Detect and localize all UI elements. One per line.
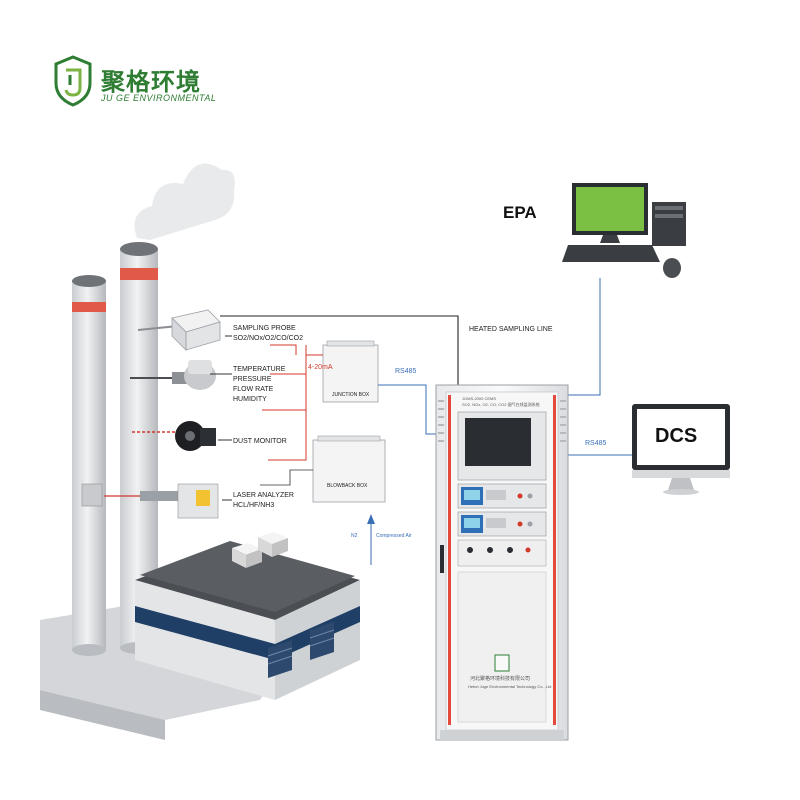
laser-analyzer-label: LASER ANALYZER xyxy=(233,492,294,499)
cabinet-header-gases: SO2, NOx, O2, CO, CO2 烟气在线监测系统 xyxy=(462,402,540,407)
brand-name-cn: 聚格环境 xyxy=(101,68,201,96)
junction-box xyxy=(322,340,379,403)
temperature-transmitter xyxy=(130,360,216,390)
blowback-box-label: BLOWBACK BOX xyxy=(327,483,368,489)
sampling-probe-device xyxy=(137,309,221,351)
dust-monitor-device xyxy=(132,421,216,451)
brand-logo-icon xyxy=(52,55,94,107)
analyzer-cabinet xyxy=(435,384,569,741)
humidity-label: HUMIDITY xyxy=(233,396,267,403)
n2-label: N2 xyxy=(351,533,358,539)
laser-analyzer-gases: HCL/HF/NH3 xyxy=(233,502,275,509)
epa-computer xyxy=(562,183,686,278)
brand-name-en: JU GE ENVIRONMENTAL xyxy=(101,93,217,103)
dcs-monitor xyxy=(632,404,730,495)
smoke-cloud xyxy=(134,163,235,240)
signal-4-20ma-label: 4-20mA xyxy=(308,364,333,371)
cabinet-footer-en: Hebei Juge Environmental Technology Co.,… xyxy=(468,684,552,689)
sampling-probe-label: SAMPLING PROBE xyxy=(233,325,296,332)
sampling-probe-gases: SO2/NOx/O2/CO/CO2 xyxy=(233,335,304,342)
rs485-left-label: RS485 xyxy=(395,368,417,375)
flow-rate-label: FLOW RATE xyxy=(233,386,274,393)
heated-sampling-line-label: HEATED SAMPLING LINE xyxy=(469,326,553,333)
cabinet-header-model: JGMS-2000 CEMS xyxy=(462,396,497,401)
rs485-right-label: RS485 xyxy=(585,440,607,447)
chimney-stack-left xyxy=(72,275,106,656)
dcs-label: DCS xyxy=(655,425,698,447)
wiring xyxy=(220,278,632,565)
cabinet-footer-cn: 河北聚格环境科技有限公司 xyxy=(470,676,531,682)
compressed-air-label: Compressed Air xyxy=(376,533,412,539)
dust-monitor-label: DUST MONITOR xyxy=(233,438,287,445)
temperature-label: TEMPERATURE xyxy=(233,366,286,373)
junction-box-label: JUNCTION BOX xyxy=(332,392,370,398)
pressure-label: PRESSURE xyxy=(233,376,272,383)
blowback-box xyxy=(312,435,386,503)
epa-label: EPA xyxy=(503,203,537,222)
device-leader-lines xyxy=(210,335,232,501)
laser-analyzer-device xyxy=(81,483,219,519)
plant-building xyxy=(135,532,360,700)
